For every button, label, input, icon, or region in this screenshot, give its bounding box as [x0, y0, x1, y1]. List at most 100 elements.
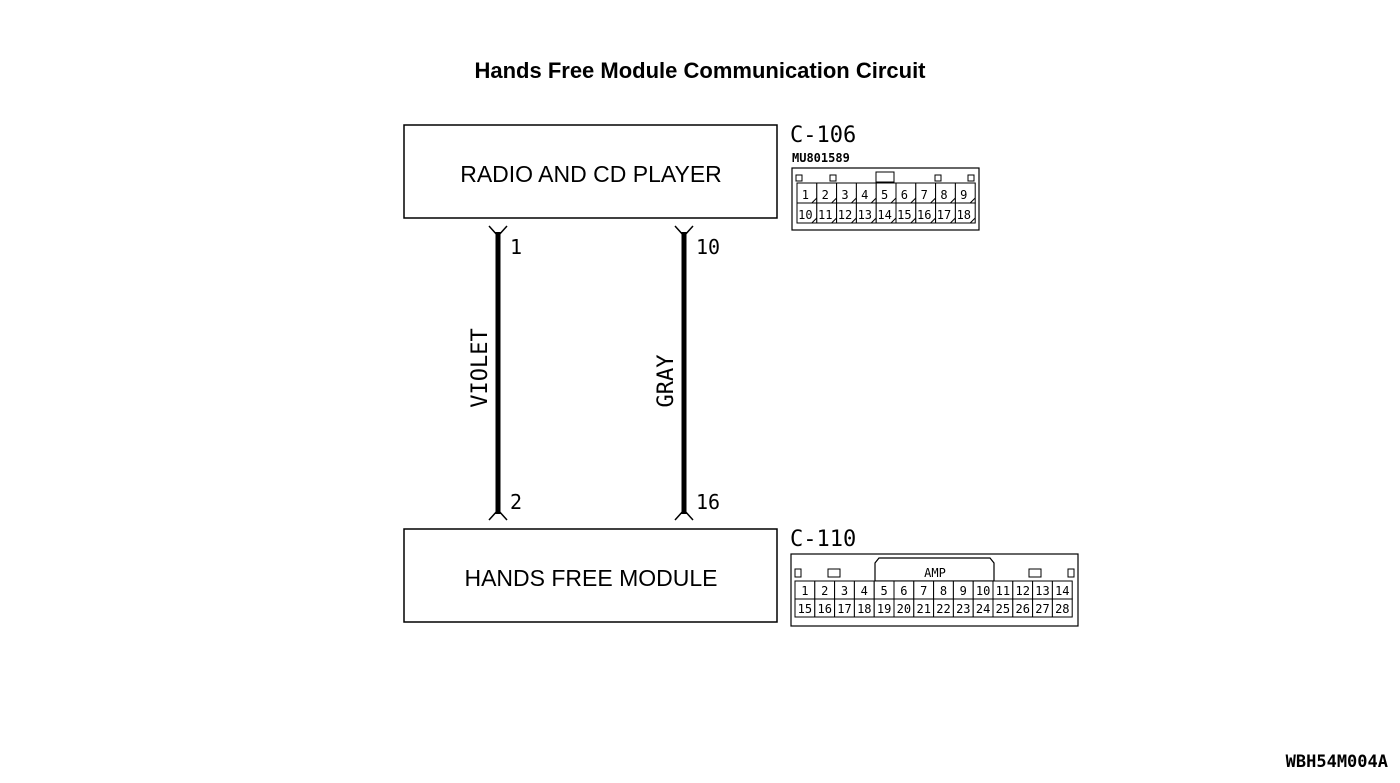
pin-label-radio-1: 1: [510, 235, 522, 259]
connector-pin-number: 17: [937, 208, 951, 222]
connector-pin-number: 16: [917, 208, 931, 222]
hands-free-module-label: HANDS FREE MODULE: [464, 565, 717, 591]
connector-pin-number: 25: [996, 602, 1010, 616]
wire-color-label-gray: GRAY: [654, 355, 679, 408]
connector-pin-number: 22: [936, 602, 950, 616]
connector-pin-latch-mark: [969, 217, 976, 224]
pin-label-hfm-16: 16: [696, 490, 720, 514]
hands-free-module-component: HANDS FREE MODULE: [403, 528, 778, 623]
wire-gray-top-terminal: [674, 225, 694, 238]
connector-pin-latch-mark: [950, 197, 956, 204]
wire-violet: 1 2 VIOLET: [468, 225, 522, 521]
radio-cd-player-component: RADIO AND CD PLAYER: [403, 124, 778, 219]
connector-c110-id: C-110: [790, 527, 856, 552]
connector-pin-number: 7: [920, 584, 927, 598]
connector-pin-number: 2: [821, 584, 828, 598]
connector-c106-lock-tab: [934, 174, 942, 182]
connector-c110-lock-tab: [794, 568, 802, 578]
reference-code: WBH54M004A: [1286, 752, 1388, 772]
radio-cd-player-box: [403, 124, 778, 219]
connector-pin-number: 4: [861, 584, 868, 598]
connector-pin-number: 21: [916, 602, 930, 616]
connector-pin-latch-mark: [831, 217, 837, 224]
connector-pin-number: 6: [900, 584, 907, 598]
connector-pin-number: 13: [1035, 584, 1049, 598]
pin-label-radio-10: 10: [696, 235, 720, 259]
connector-pin-number: 2: [822, 188, 829, 202]
connector-pin-number: 9: [960, 584, 967, 598]
connector-pin-number: 14: [877, 208, 891, 222]
connector-pin-number: 4: [861, 188, 868, 202]
connector-pin-latch-mark: [870, 197, 877, 204]
connector-pin-number: 3: [841, 584, 848, 598]
connector-pin-number: 18: [957, 208, 971, 222]
connector-c110-amp-label: AMP: [924, 566, 946, 580]
connector-c106-id: C-106: [790, 123, 856, 148]
hands-free-module-box: [403, 528, 778, 623]
connector-pin-number: 1: [802, 188, 809, 202]
connector-pin-number: 5: [880, 584, 887, 598]
wire-color-label-violet: VIOLET: [468, 328, 493, 407]
connector-pin-latch-mark: [969, 197, 976, 204]
diagram-title: Hands Free Module Communication Circuit: [474, 58, 926, 83]
connector-c106-lock-tab: [967, 174, 975, 182]
connector-pin-number: 20: [897, 602, 911, 616]
connector-pin-cell: [1051, 598, 1073, 618]
connector-pin-number: 17: [837, 602, 851, 616]
connector-pin-latch-mark: [851, 197, 857, 204]
connector-pin-number: 11: [996, 584, 1010, 598]
connector-pin-latch-mark: [930, 217, 936, 224]
connector-pin-latch-mark: [890, 197, 897, 204]
connector-pin-number: 10: [798, 208, 812, 222]
connector-pin-latch-mark: [811, 217, 818, 224]
connector-pin-latch-mark: [870, 217, 877, 224]
connector-pin-latch-mark: [831, 197, 837, 204]
wire-violet-top-terminal: [488, 225, 508, 238]
connector-pin-number: 26: [1015, 602, 1029, 616]
connector-pin-number: 12: [1015, 584, 1029, 598]
connector-pin-number: 19: [877, 602, 891, 616]
connector-pin-number: 3: [841, 188, 848, 202]
connector-c106-lock-tab: [829, 174, 837, 182]
radio-cd-player-label: RADIO AND CD PLAYER: [460, 161, 722, 187]
connector-pin-number: 13: [858, 208, 872, 222]
connector-pin-latch-mark: [851, 217, 857, 224]
connector-pin-number: 6: [901, 188, 908, 202]
connector-c106-key: [875, 171, 895, 183]
wire-violet-bottom-terminal: [488, 508, 508, 521]
connector-pin-number: 10: [976, 584, 990, 598]
connector-pin-number: 11: [818, 208, 832, 222]
connector-pin-number: 7: [921, 188, 928, 202]
connector-pin-number: 8: [940, 188, 947, 202]
connector-pin-number: 5: [881, 188, 888, 202]
connector-c106-part-number: MU801589: [792, 151, 850, 165]
connector-pin-number: 8: [940, 584, 947, 598]
connector-c110-lock-tab: [1067, 568, 1075, 578]
connector-pin-number: 14: [1055, 584, 1069, 598]
connector-c110-lock-tab: [827, 568, 841, 578]
wire-gray-bottom-terminal: [674, 508, 694, 521]
connector-pin-number: 23: [956, 602, 970, 616]
connector-pin-number: 18: [857, 602, 871, 616]
connector-c106-lock-tab: [795, 174, 803, 182]
connector-pin-number: 12: [838, 208, 852, 222]
connector-pin-latch-mark: [950, 217, 956, 224]
connector-pin-number: 9: [960, 188, 967, 202]
connector-pin-latch-mark: [890, 217, 897, 224]
connector-pin-cell: [954, 202, 976, 224]
connector-pin-number: 1: [801, 584, 808, 598]
connector-pin-latch-mark: [910, 197, 917, 204]
connector-pin-number: 28: [1055, 602, 1069, 616]
wire-gray: 10 16 GRAY: [654, 225, 720, 521]
pin-label-hfm-2: 2: [510, 490, 522, 514]
connector-pin-number: 15: [798, 602, 812, 616]
connector-pin-number: 27: [1035, 602, 1049, 616]
connector-c110-lock-tab: [1028, 568, 1042, 578]
connector-pin-number: 16: [817, 602, 831, 616]
